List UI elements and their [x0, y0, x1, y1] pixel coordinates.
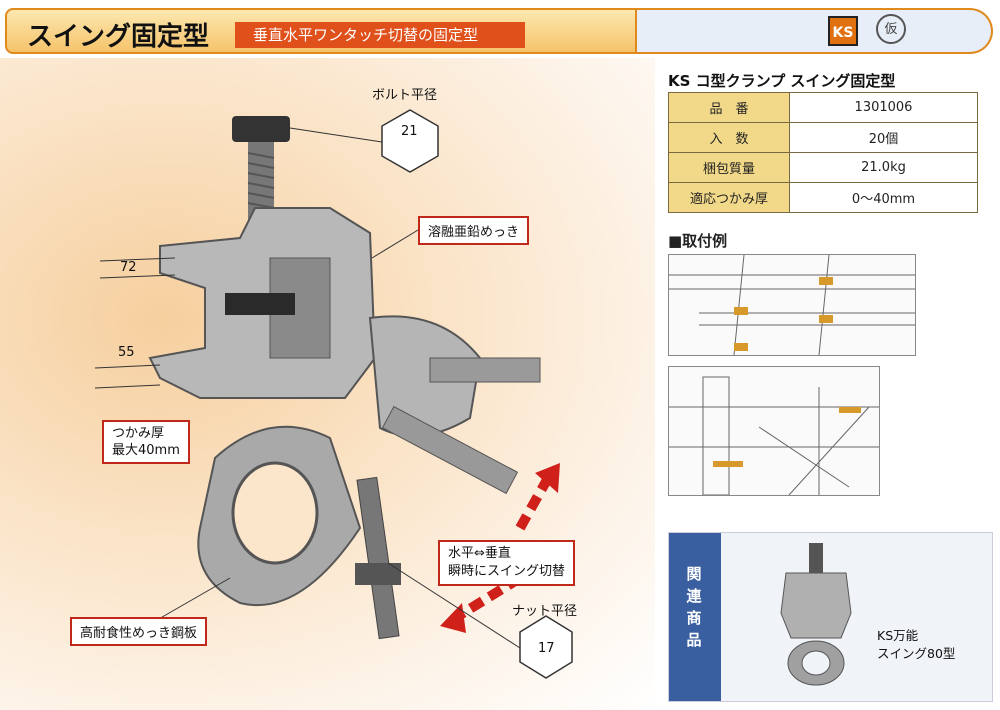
related-product-panel: 関連商品 KS万能 スイング80型: [668, 532, 993, 702]
spec-value: 1301006: [789, 92, 978, 123]
related-name-line1: KS万能: [877, 628, 919, 643]
ks-logo: KS: [828, 16, 858, 46]
install-title: ■取付例: [668, 232, 728, 250]
table-row: 適応つかみ厚 0〜40mm: [668, 182, 978, 213]
spec-value: 0〜40mm: [789, 182, 978, 213]
spec-table: 品 番 1301006 入 数 20個 梱包質量 21.0kg 適応つかみ厚 0…: [668, 92, 978, 213]
spec-key: 適応つかみ厚: [668, 182, 790, 213]
related-label: 関連商品: [686, 565, 702, 649]
grip-callout: つかみ厚 最大40mm: [102, 420, 190, 464]
install-drawing-1: [669, 254, 915, 356]
install-drawing-2: [669, 376, 879, 496]
table-row: 品 番 1301006: [668, 92, 978, 123]
nut-size-caption: ナット平径: [512, 604, 578, 619]
grip-callout-line1: つかみ厚: [112, 426, 165, 441]
nut-size-value: 17: [538, 641, 555, 656]
swing-callout: 水平⇔垂直 瞬時にスイング切替: [438, 540, 576, 586]
install-example-image-1: [668, 254, 916, 356]
subtitle-badge: 垂直水平ワンタッチ切替の固定型: [235, 22, 525, 48]
install-example-image-2: [668, 366, 880, 496]
spec-key: 品 番: [668, 92, 790, 123]
related-product-name: KS万能 スイング80型: [877, 627, 955, 663]
steel-callout: 高耐食性めっき鋼板: [70, 617, 208, 646]
grip-callout-line2: 最大40mm: [112, 443, 180, 458]
swing-callout-line2: 瞬時にスイング切替: [448, 564, 566, 579]
dimension-55: 55: [118, 345, 135, 360]
page-title: スイング固定型: [27, 22, 210, 52]
related-tab: 関連商品: [669, 533, 721, 701]
related-product-image: [780, 543, 852, 686]
related-name-line2: スイング80型: [877, 646, 956, 661]
swing-callout-line1: 水平⇔垂直: [448, 546, 511, 561]
table-row: 梱包質量 21.0kg: [668, 152, 978, 183]
kari-mark: 仮: [876, 14, 906, 44]
dimension-72: 72: [120, 260, 137, 275]
bolt-size-value: 21: [401, 124, 418, 139]
header-band: スイング固定型 垂直水平ワンタッチ切替の固定型: [5, 8, 637, 54]
spec-key: 梱包質量: [668, 152, 790, 183]
clamp-illustration: [94, 109, 573, 679]
spec-value: 20個: [789, 122, 978, 153]
plating-callout: 溶融亜鉛めっき: [418, 216, 530, 245]
bolt-size-caption: ボルト平径: [372, 88, 438, 103]
spec-key: 入 数: [668, 122, 790, 153]
spec-title: KS コ型クランプ スイング固定型: [668, 72, 896, 90]
header-logo-area: [637, 8, 993, 54]
spec-value: 21.0kg: [789, 152, 978, 183]
table-row: 入 数 20個: [668, 122, 978, 153]
